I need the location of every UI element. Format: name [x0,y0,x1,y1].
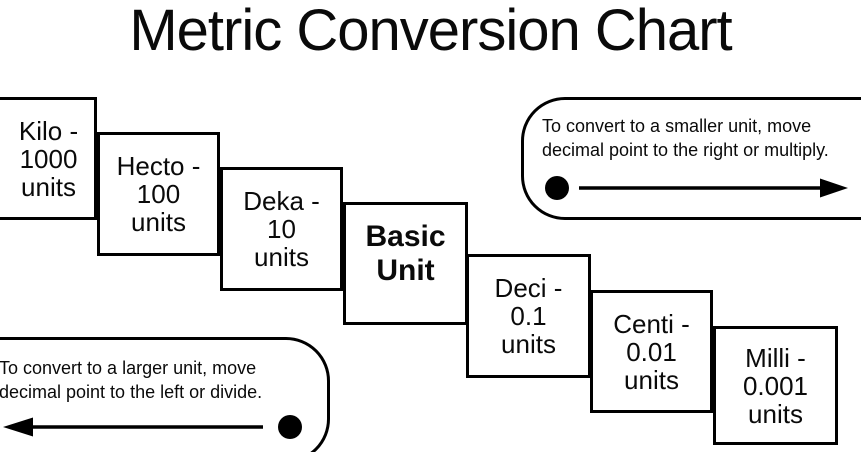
step-box-hecto: Hecto - 100 units [97,132,220,256]
smaller-unit-callout: To convert to a smaller unit, move decim… [521,97,861,220]
step-label-kilo: Kilo - 1000 units [18,115,79,202]
decimal-point-dot-icon [278,415,302,439]
step-box-basic-unit: Basic Unit [343,202,468,325]
step-box-deci: Deci - 0.1 units [466,254,591,378]
step-box-centi: Centi - 0.01 units [590,290,713,413]
larger-unit-callout: To convert to a larger unit, move decima… [0,337,330,452]
step-label-hecto: Hecto - 100 units [116,151,201,237]
move-decimal-left-arrow-icon [3,415,302,439]
page-title: Metric Conversion Chart [129,0,732,63]
step-label-milli: Milli - 0.001 units [742,342,809,429]
left-arrowhead-icon [3,417,33,437]
move-decimal-right-arrow-icon [545,176,848,200]
step-box-kilo: Kilo - 1000 units [0,97,97,220]
larger-unit-instruction: To convert to a larger unit, move decima… [0,358,263,402]
step-label-basic-unit: Basic Unit [365,219,446,287]
right-arrowhead-icon [820,178,848,198]
step-box-milli: Milli - 0.001 units [713,326,838,445]
step-label-centi: Centi - 0.01 units [613,308,690,395]
step-label-deci: Deci - 0.1 units [494,273,563,359]
decimal-point-dot-icon [545,176,569,200]
step-label-deka: Deka - 10 units [243,186,320,272]
step-box-deka: Deka - 10 units [220,167,343,291]
smaller-unit-instruction: To convert to a smaller unit, move decim… [542,116,829,160]
